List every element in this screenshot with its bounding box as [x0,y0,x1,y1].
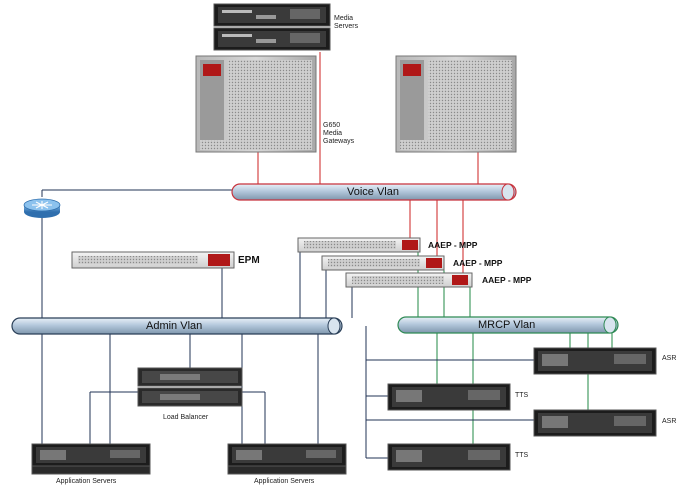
g650-label: G650 Media Gateways [323,122,355,145]
aaep-label-3: AAEP - MPP [482,275,532,285]
application-servers-label-1: Application Servers [56,478,117,485]
admin-vlan [11,317,343,335]
aaep-server-1 [297,237,421,253]
load-balancer [137,367,243,407]
aaep-label-1: AAEP - MPP [428,240,478,250]
media-server-2 [213,27,331,51]
aaep-label-2: AAEP - MPP [453,258,503,268]
tts-label-2: TTS [515,452,529,459]
media-servers-label: Media Servers [334,15,359,30]
application-servers-2 [227,443,347,475]
asr-server-1 [533,347,657,375]
tts-server-2 [387,443,511,471]
voice-links [257,52,479,276]
aaep-server-3 [345,272,473,288]
tts-label-1: TTS [515,392,529,399]
g650-gateway-2 [395,55,517,153]
admin-vlan-label: Admin Vlan [146,320,203,332]
load-balancer-label: Load Balancer [163,414,209,421]
aaep-server-2 [321,255,445,271]
epm-server [71,251,235,269]
mrcp-vlan-label: MRCP Vlan [478,319,536,331]
asr-label-2: ASR [662,418,677,425]
router-icon [23,198,61,218]
asr-server-2 [533,409,657,437]
application-servers-label-2: Application Servers [254,478,315,485]
tts-server-1 [387,383,511,411]
voice-vlan [231,183,517,201]
asr-label-1: ASR [662,355,677,362]
application-servers-1 [31,443,151,475]
epm-label: EPM [238,255,260,266]
voice-vlan-label: Voice Vlan [347,186,399,198]
mrcp-vlan [397,316,619,334]
g650-gateway-1 [195,55,317,153]
media-server-1 [213,3,331,27]
